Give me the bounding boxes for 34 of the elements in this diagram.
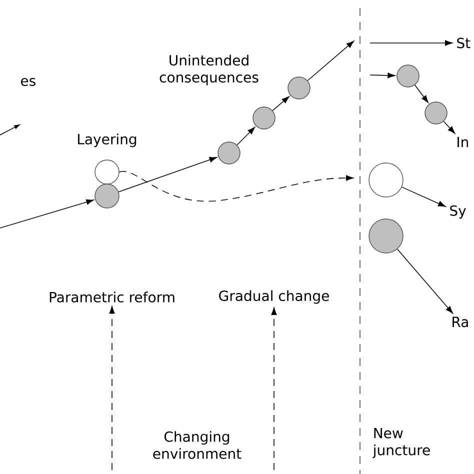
- node-caption: Layering: [78, 134, 136, 148]
- arrow: [370, 72, 396, 78]
- circle-marker: [368, 162, 404, 198]
- arrow: [109, 306, 115, 470]
- arrow: [307, 40, 354, 82]
- text-label: Unintended consequences: [160, 54, 258, 86]
- circle-marker: [252, 106, 276, 130]
- outcome-label: In: [458, 136, 468, 148]
- text-label: Changing environment: [153, 431, 242, 459]
- arrow: [401, 186, 446, 207]
- text-label: New juncture: [372, 428, 430, 458]
- circle-marker: [368, 218, 404, 254]
- circle-marker: [218, 142, 240, 164]
- circle-marker: [94, 160, 120, 184]
- outcome-label: Gradual change: [219, 290, 329, 304]
- arrow: [370, 40, 453, 46]
- arrow: [396, 248, 453, 314]
- circle-marker: [94, 184, 120, 208]
- outcome-label: Parametric reform: [50, 292, 174, 302]
- circle-marker: [424, 102, 448, 124]
- arrow: [414, 84, 428, 103]
- arrow: [271, 307, 277, 470]
- arrow: [118, 156, 217, 192]
- outcome-label: St: [457, 38, 470, 48]
- arrow: [443, 120, 456, 134]
- outcome-label: Sy: [450, 205, 466, 219]
- text-label: es: [21, 78, 36, 86]
- circle-marker: [396, 64, 420, 88]
- arrow: [118, 170, 354, 202]
- arrow: [272, 96, 290, 112]
- circle-marker: [288, 76, 310, 100]
- arrow: [236, 126, 256, 146]
- arrow: [0, 199, 94, 228]
- outcome-label: Ra: [452, 316, 468, 328]
